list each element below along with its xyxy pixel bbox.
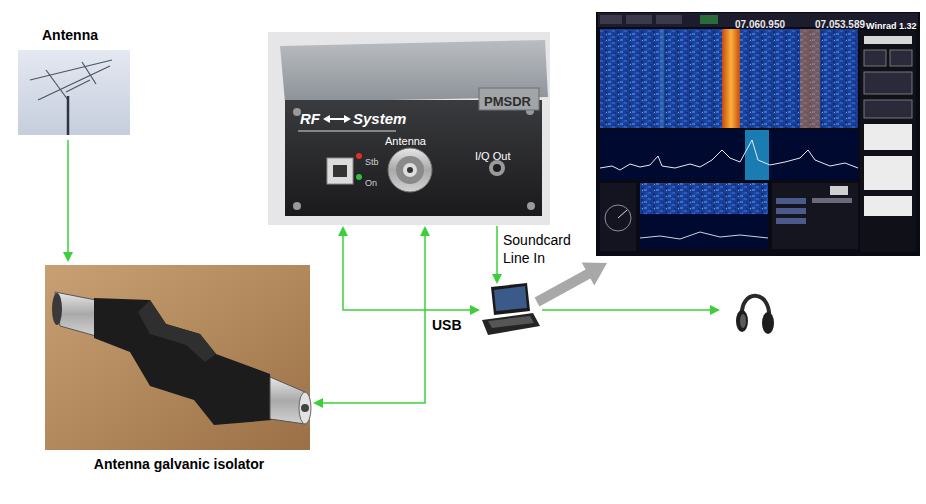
- frequency-readout-holder: 07.053.589: [815, 14, 865, 32]
- arrowhead: [420, 226, 430, 236]
- connector-label: I/Q Out: [475, 150, 510, 162]
- frequency-readout-holder: 07.060.950: [735, 14, 785, 32]
- model-plate-holder: PMSDR: [484, 92, 531, 110]
- led-label: Stb: [365, 157, 379, 167]
- window-title: Winrad 1.32: [866, 21, 916, 31]
- signal-label: Soundcard Line In: [503, 232, 571, 266]
- window-title-holder: Winrad 1.32: [866, 15, 916, 33]
- panel-brand: System: [353, 110, 406, 127]
- connector: [313, 226, 430, 408]
- isolator-photo: Antenna galvanic isolator: [45, 262, 313, 477]
- connector-label: Antenna: [385, 135, 426, 147]
- panel-brand-holder: RF: [300, 110, 320, 128]
- node-heading: Antenna: [42, 27, 98, 43]
- model-plate: PMSDR: [484, 94, 531, 109]
- software-screenshot: 07.060.950 07.053.589Winrad 1.32: [596, 12, 920, 256]
- arrowhead: [63, 252, 73, 262]
- port-label-holder: USB: [432, 316, 462, 334]
- sdr-receiver-photo: RF System PMSDR AntennaStbOn I/Q Out: [268, 32, 550, 226]
- frequency-readout: 07.053.589: [815, 19, 865, 30]
- arrowhead: [313, 398, 323, 408]
- panel-brand: RF: [300, 110, 320, 127]
- led-label-holder: On: [365, 172, 377, 190]
- port-label: USB: [432, 317, 462, 333]
- led-label-holder: Stb: [365, 151, 379, 169]
- antenna-photo: Antenna: [15, 22, 140, 140]
- led-label: On: [365, 178, 377, 188]
- connector-line: [321, 234, 425, 403]
- node-heading-holder: Antenna: [42, 26, 98, 44]
- signal-label-holder: Soundcard Line In: [503, 231, 587, 267]
- connector: [63, 140, 73, 262]
- connector-label-holder: I/Q Out: [475, 146, 510, 164]
- connector-label-holder: Antenna: [385, 131, 426, 149]
- node-heading-holder: Antenna galvanic isolator: [45, 455, 313, 473]
- panel-brand-holder: System: [353, 110, 406, 128]
- frequency-readout: 07.060.950: [735, 19, 785, 30]
- node-heading: Antenna galvanic isolator: [94, 456, 264, 472]
- connector-line: [67, 140, 69, 254]
